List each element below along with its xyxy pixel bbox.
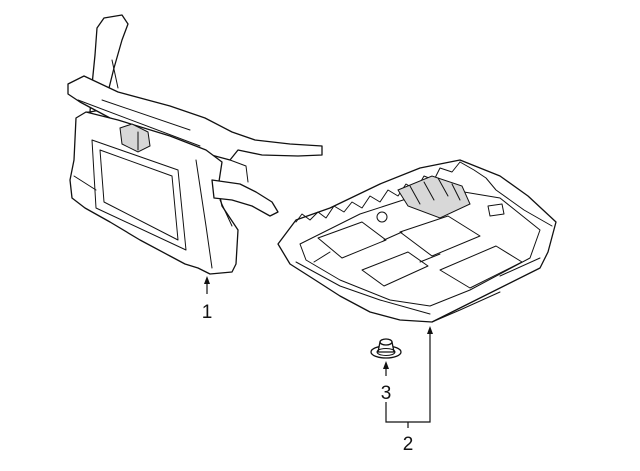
callout-1: 1 — [202, 302, 213, 323]
splash-shield-part[interactable] — [277, 159, 557, 323]
radiator-support-part[interactable] — [67, 14, 323, 275]
callout-2: 2 — [403, 434, 414, 455]
leader-lines — [204, 276, 433, 428]
clip-fastener-part[interactable] — [370, 338, 402, 359]
callout-3: 3 — [381, 383, 392, 404]
